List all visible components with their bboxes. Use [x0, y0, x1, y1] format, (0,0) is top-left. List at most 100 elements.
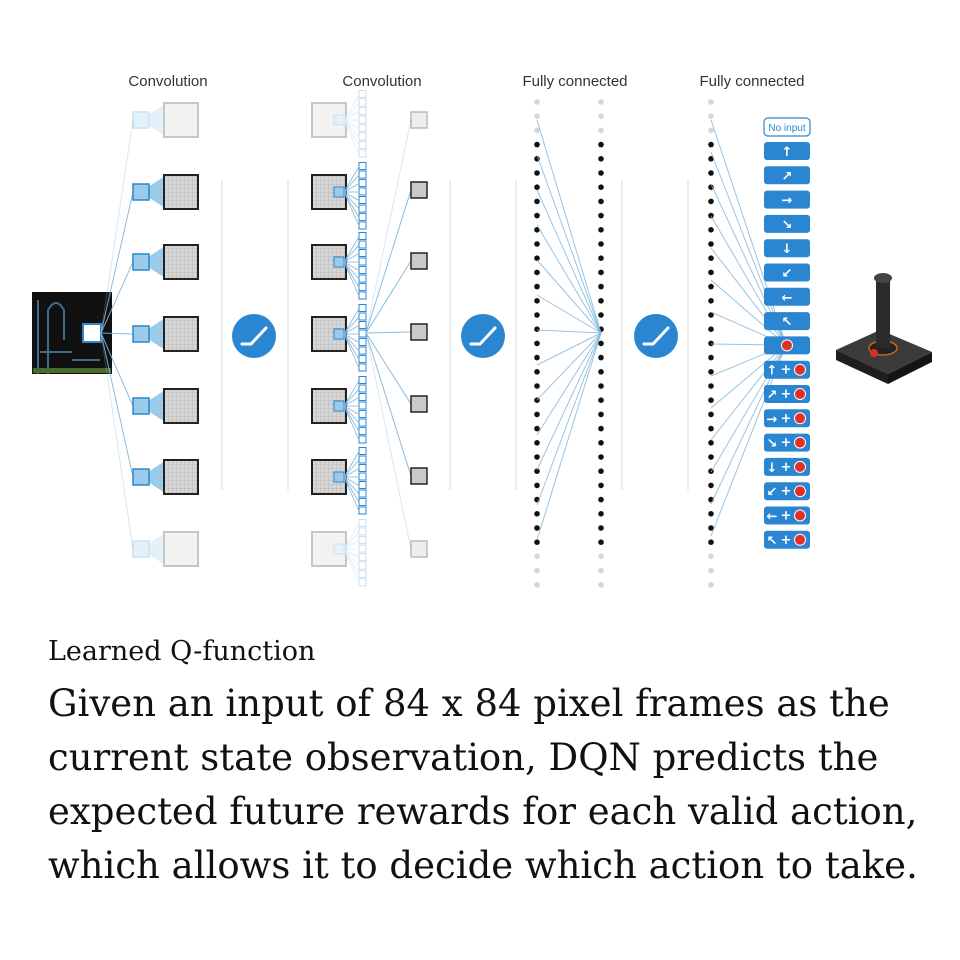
conv2-unit: [358, 283, 367, 291]
direction-arrow-icon: ↙: [767, 485, 778, 500]
conv3-feature-map: [410, 323, 428, 341]
conv3-feature-map: [410, 467, 428, 485]
fire-button-icon: [794, 436, 806, 449]
conv1-kernel-beam: [148, 533, 165, 565]
conv2-feature-map: [311, 447, 367, 515]
conv2-unit: [358, 536, 367, 544]
conv2-unit: [358, 107, 367, 115]
direction-arrow-icon: ↓: [767, 461, 778, 476]
fc2-neuron: [598, 496, 604, 503]
label-fully-connected-1: Fully connected: [522, 73, 627, 90]
conv2-unit: [358, 338, 367, 346]
label-convolution-2: Convolution: [342, 73, 421, 90]
output-action-12: ↘+: [764, 433, 810, 452]
fc1-neuron: [534, 227, 540, 233]
output-action-box: [764, 166, 810, 185]
input-frame-ground: [33, 368, 111, 373]
conv2-unit: [358, 544, 367, 553]
fc1-neuron: [534, 454, 540, 460]
input-to-conv1-line: [100, 332, 134, 550]
conv2-fan-line: [343, 166, 360, 193]
conv2-unit: [358, 410, 367, 418]
relu-curve: [469, 326, 497, 346]
fc1-neuron: [534, 298, 540, 304]
conv2-unit: [358, 179, 367, 187]
conv3-feature-map: [410, 395, 428, 413]
fc1-neuron: [534, 567, 540, 574]
fc3-neuron: [708, 397, 714, 404]
fc3-neuron: [708, 326, 714, 333]
fc3-neuron: [708, 340, 714, 347]
direction-arrow-icon: ↗: [782, 169, 793, 184]
conv2-unit: [358, 221, 367, 230]
conv2-unit: [358, 346, 367, 355]
fc1-to-fc2-line: [536, 332, 602, 436]
fc2-neuron: [598, 582, 604, 588]
conv2-unit: [358, 384, 367, 393]
joystick-base-left: [836, 350, 888, 384]
conv2-fan-line: [343, 261, 360, 271]
conv2-feature-map-box: [311, 531, 347, 567]
direction-arrow-icon: ↙: [782, 267, 793, 282]
conv2-unit: [358, 393, 367, 401]
fc2-neuron: [598, 383, 604, 389]
conv2-unit: [358, 196, 367, 204]
fc2-neuron: [598, 468, 604, 475]
output-action-5: ↙: [764, 263, 810, 282]
conv2-fan-line: [343, 405, 360, 432]
fc3-neuron: [708, 127, 714, 134]
fc1-neuron: [534, 212, 540, 219]
fc2-neuron: [598, 440, 604, 446]
input-receptive-field: [82, 323, 102, 343]
direction-arrow-icon: ↖: [782, 315, 793, 330]
fc3-neuron: [708, 283, 714, 290]
fc2-neuron: [598, 156, 604, 162]
joystick-stick: [876, 280, 890, 348]
conv2-feature-map: [311, 519, 367, 587]
direction-arrow-icon: ↘: [782, 218, 793, 233]
fc1-neuron: [534, 113, 540, 119]
fc3-neuron: [708, 269, 714, 276]
conv2-unit: [358, 561, 367, 570]
conv2-unit: [358, 401, 367, 410]
conv1-kernel-beam: [148, 246, 165, 278]
output-no-input: No input: [763, 117, 811, 137]
no-input-label: No input: [768, 123, 805, 134]
conv2-unit: [358, 213, 367, 221]
conv2-fan-line: [343, 405, 360, 424]
conv2-unit: [358, 321, 367, 329]
conv2-fan-line: [343, 119, 360, 138]
conv2-to-conv3-line: [365, 332, 412, 405]
conv2-unit: [358, 498, 367, 506]
fc2-neuron: [598, 198, 604, 205]
fire-button-icon: [781, 339, 793, 352]
fc2-neuron: [598, 482, 604, 489]
conv2-unit: [358, 481, 367, 489]
fire-button-icon: [794, 509, 806, 522]
conv1-feature-map: [132, 174, 199, 210]
plus-sign: +: [781, 363, 792, 378]
output-action-box: [764, 142, 810, 160]
conv2-unit: [358, 489, 367, 498]
fc3-neuron: [708, 312, 714, 318]
fc3-neuron: [708, 511, 714, 517]
conv2-feature-map: [311, 304, 367, 372]
fc3-to-output-line: [710, 119, 787, 346]
fc1-neuron: [534, 127, 540, 134]
conv2-unit: [358, 527, 367, 536]
fc1-neuron: [534, 198, 540, 205]
conv2-unit: [358, 355, 367, 363]
fc3-neuron: [708, 255, 714, 261]
conv1-kernel-beam: [148, 176, 165, 208]
fc1-to-fc2-line: [536, 332, 602, 401]
conv2-unit: [358, 455, 367, 464]
relu-activation-icon: [461, 314, 505, 358]
conv2-kernel: [333, 471, 345, 483]
conv2-fan-line: [343, 333, 360, 360]
fc3-neuron: [708, 354, 714, 361]
conv2-feature-map: [311, 90, 367, 158]
fc3-neuron: [708, 113, 714, 119]
conv2-unit: [358, 162, 367, 170]
conv2-fan-line: [343, 261, 360, 288]
fc1-neuron: [534, 354, 540, 361]
